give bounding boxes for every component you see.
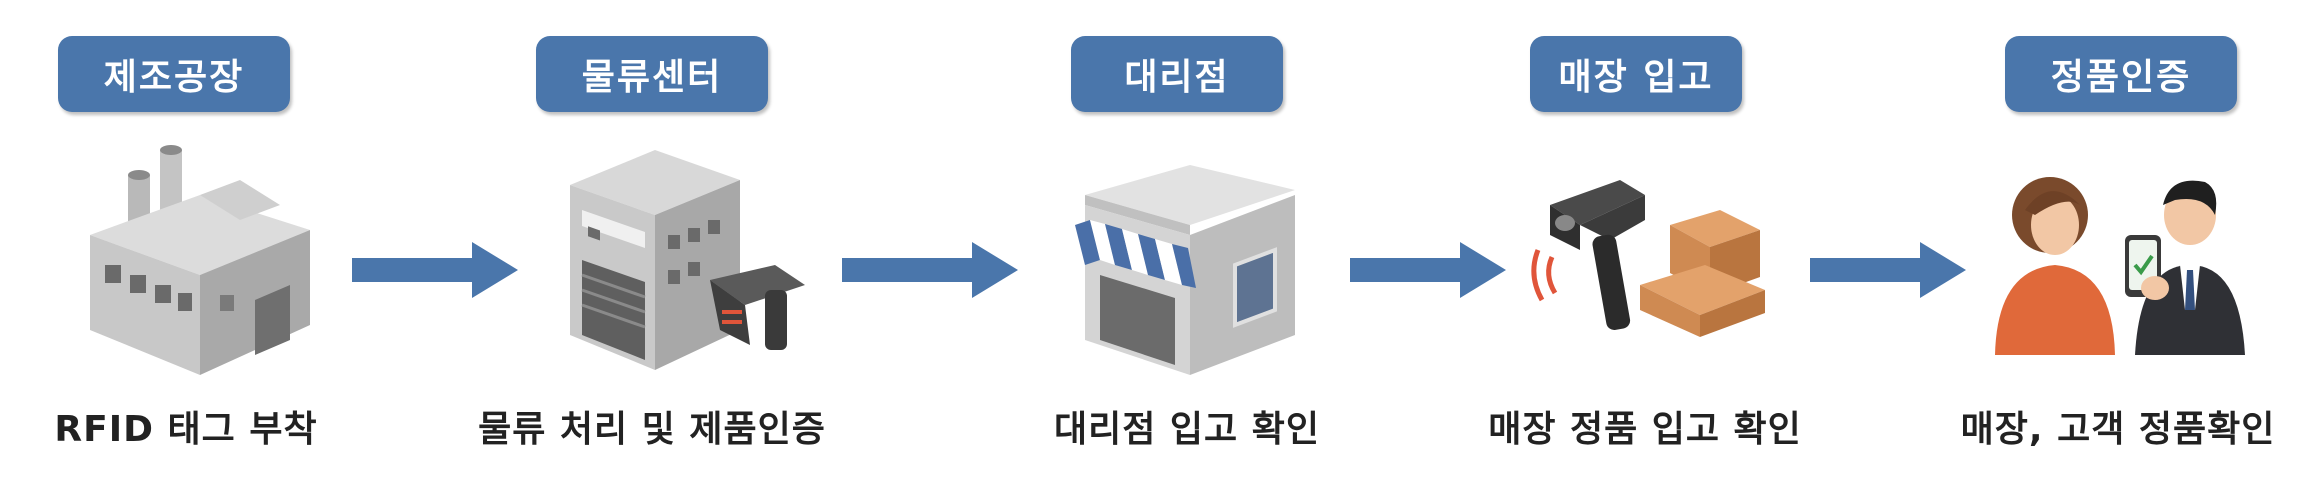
step-caption-authentication: 매장, 고객 정품확인: [1960, 409, 2276, 450]
step-caption-agency: 대리점 입고 확인: [1054, 409, 1320, 450]
step-title-factory: 제조공장: [58, 36, 290, 112]
step-title-logistics: 물류센터: [536, 36, 768, 112]
flow-arrow-2: [842, 242, 1018, 298]
step-title-agency: 대리점: [1071, 36, 1283, 112]
factory-icon: [90, 145, 310, 375]
customer-staff-icon: [1995, 177, 2245, 355]
flow-arrow-3: [1350, 242, 1506, 298]
warehouse-icon: [570, 150, 805, 370]
scanner-boxes-icon: [1531, 180, 1765, 337]
step-title-store-receiving: 매장 입고: [1530, 36, 1742, 112]
step-title-authentication: 정품인증: [2005, 36, 2237, 112]
flow-arrow-1: [352, 242, 518, 298]
storefront-icon: [1075, 165, 1295, 375]
flow-arrow-4: [1810, 242, 1966, 298]
step-caption-logistics: 물류 처리 및 제품인증: [478, 409, 826, 450]
step-caption-factory: RFID 태그 부착: [54, 409, 318, 450]
step-caption-store-receiving: 매장 정품 입고 확인: [1488, 409, 1802, 450]
